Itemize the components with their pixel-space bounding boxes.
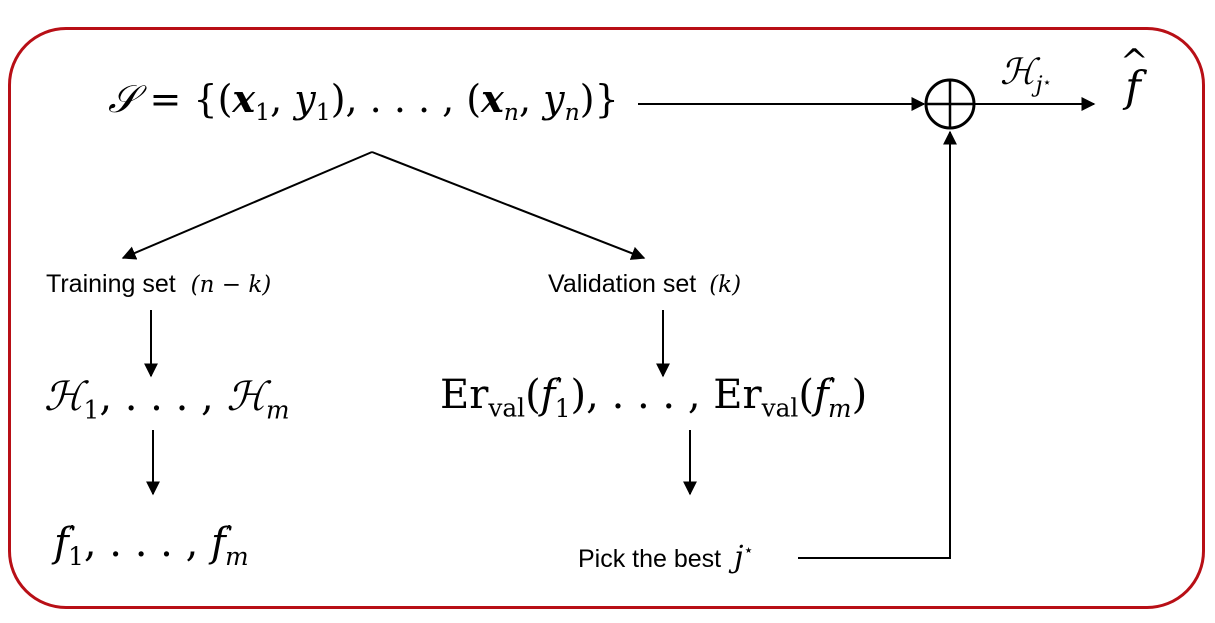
arrow-split-to-validation: [371, 151, 646, 260]
arrow-pick-to-combiner: [798, 130, 957, 559]
validation-set-size: (k): [709, 272, 742, 298]
best-index: j⋆: [734, 540, 754, 575]
training-set-label: Training set (n − k): [46, 270, 272, 298]
hypothesis-classes: ℋ1, . . . , ℋm: [44, 374, 290, 425]
pick-best-label: Pick the best j⋆: [578, 540, 754, 575]
training-set-size: (n − k): [190, 272, 272, 298]
selected-hypothesis-label: ℋj⋆: [1000, 52, 1052, 98]
candidate-predictors: f′1, . . . , f′m: [54, 520, 249, 571]
combiner-plus-icon: [924, 78, 976, 130]
validation-set-label: Validation set (k): [548, 270, 742, 298]
diagram-frame: [8, 27, 1205, 609]
set-symbol: 𝒮: [108, 77, 138, 121]
output-predictor: ^ f: [1120, 42, 1149, 111]
hat-accent: ^: [1120, 42, 1149, 82]
dataset-set-formula: 𝒮 = {(x1, y1), . . . , (xn, yn)}: [108, 76, 619, 127]
validation-errors: Erval(f′1), . . . , Erval(f′m): [440, 372, 868, 423]
arrow-split-to-training: [121, 151, 373, 260]
